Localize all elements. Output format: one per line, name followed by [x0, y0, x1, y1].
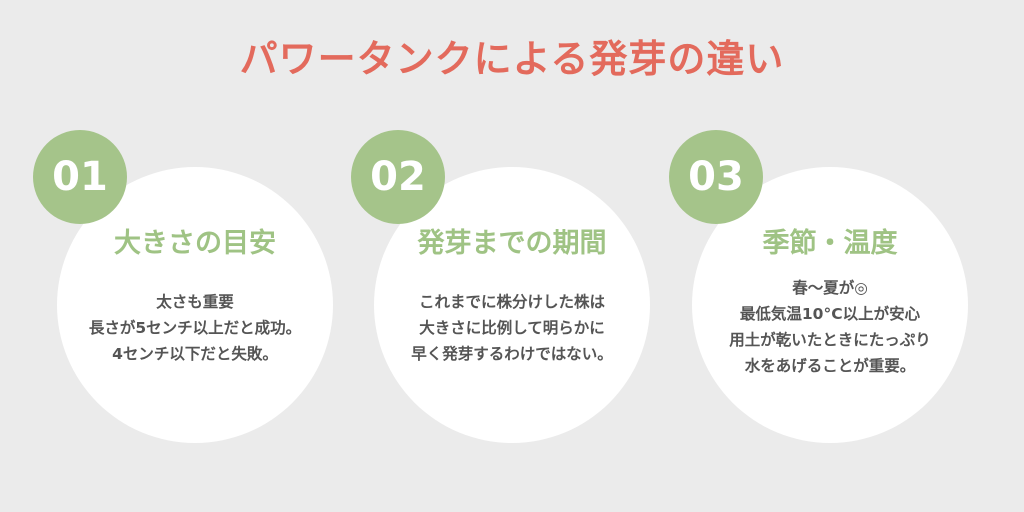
card-body: これまでに株分けした株は 大きさに比例して明らかに 早く発芽するわけではない。 — [364, 289, 660, 367]
body-line: 大きさに比例して明らかに — [419, 319, 605, 337]
number-badge: 02 — [351, 130, 445, 224]
page-title: パワータンクによる発芽の違い — [239, 37, 785, 81]
card-heading: 発芽までの期間 — [417, 228, 607, 259]
body-line: 太さも重要 — [156, 293, 234, 311]
card-season: 季節・温度 春〜夏が◎ 最低気温10°C以上が安心 用土が乾いたときにたっぷり … — [692, 167, 968, 443]
number-badge: 01 — [33, 130, 127, 224]
body-line: 早く発芽するわけではない。 — [411, 345, 613, 363]
body-line: 春〜夏が◎ — [792, 279, 868, 297]
body-line: 用土が乾いたときにたっぷり — [729, 331, 931, 349]
card-body: 春〜夏が◎ 最低気温10°C以上が安心 用土が乾いたときにたっぷり 水をあげるこ… — [682, 275, 978, 379]
number-badge: 03 — [669, 130, 763, 224]
card-body: 太さも重要 長さが5センチ以上だと成功。 4センチ以下だと失敗。 — [47, 289, 343, 367]
body-line: これまでに株分けした株は — [418, 293, 605, 311]
body-line: 最低気温10°C以上が安心 — [739, 305, 921, 323]
body-line: 4センチ以下だと失敗。 — [112, 345, 278, 363]
card-heading: 季節・温度 — [762, 228, 898, 259]
body-line: 長さが5センチ以上だと成功。 — [88, 319, 302, 337]
card-heading: 大きさの目安 — [114, 228, 276, 259]
body-line: 水をあげることが重要。 — [744, 357, 916, 375]
